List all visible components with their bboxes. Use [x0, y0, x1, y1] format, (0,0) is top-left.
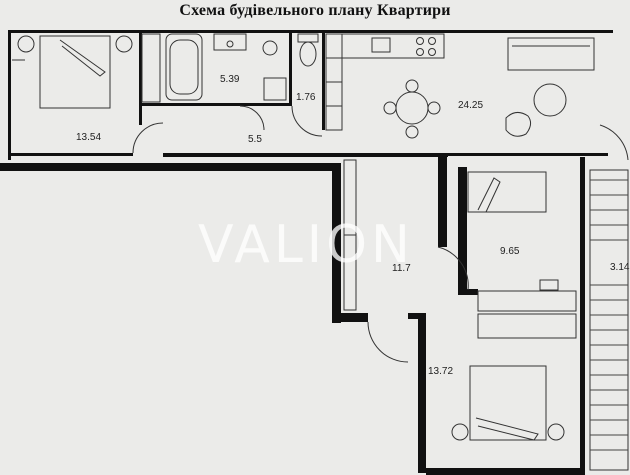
dining-chair: [383, 101, 397, 115]
towel-icon: [262, 40, 278, 56]
bedroom2-wardrobe: [477, 290, 577, 312]
room-label-kitchen-living: 24.25: [458, 100, 483, 111]
bathtub-inner: [169, 39, 199, 95]
room-label-bedroom-2: 9.65: [500, 246, 520, 257]
lamp-icon: [451, 423, 469, 441]
bed-blanket: [59, 39, 106, 77]
lamp-icon: [547, 423, 565, 441]
sink-icon: [213, 33, 247, 51]
watermark-text: VALION: [198, 215, 414, 275]
room-label-bathroom: 5.39: [220, 74, 240, 85]
wall-bedroom2-left: [438, 157, 447, 247]
dining-chair: [427, 101, 441, 115]
sink-outer: [213, 33, 247, 51]
room-label-bedroom-3: 13.72: [428, 366, 453, 377]
door-balcony: [599, 124, 629, 161]
bed-icon: [467, 171, 547, 213]
washer-icon: [263, 77, 287, 101]
dining-table-icon: [383, 79, 441, 139]
wall-bottom-right: [426, 468, 585, 475]
wall-bedroom1-bottom: [8, 153, 133, 156]
wall-corridor-bottom-2: [448, 153, 608, 156]
armchair-icon: [505, 83, 567, 137]
dining-chair: [405, 79, 419, 93]
dining-table: [395, 91, 429, 125]
sofa-body: [507, 37, 595, 71]
bed-frame-2: [467, 171, 547, 213]
bedroom3-wardrobe: [477, 313, 577, 339]
stove-burner: [416, 48, 424, 56]
bed-icon: [39, 35, 111, 109]
furniture: [17, 33, 595, 441]
door-wc: [291, 105, 323, 137]
wall-right: [580, 157, 585, 475]
lamp-icon: [17, 35, 35, 53]
room-label-hall: 11.7: [392, 263, 411, 274]
wall-entry-vertical: [332, 163, 341, 323]
wall-bath-wc: [289, 30, 292, 106]
door-bedroom1: [132, 122, 164, 154]
armchair: [505, 112, 532, 137]
bathtub-outer: [165, 33, 203, 101]
door-entry: [367, 321, 409, 363]
toilet-bowl: [299, 41, 317, 67]
stove-burner: [416, 37, 424, 45]
coffee-table: [533, 83, 567, 117]
wall-bedroom2-bottom: [458, 289, 478, 295]
walls: [0, 30, 613, 475]
bath-cabinet: [141, 33, 161, 103]
sofa-icon: [507, 37, 595, 71]
wall-bath-bottom: [139, 103, 289, 106]
kitchen-sink: [371, 37, 391, 53]
door-bedroom2: [437, 246, 469, 291]
thin-lines: [12, 33, 629, 471]
wall-corridor-bottom: [163, 153, 448, 157]
balcony-hatch: [590, 179, 628, 451]
bed-frame: [39, 35, 111, 109]
room-label-corridor: 5.5: [248, 134, 262, 145]
room-labels: 13.54 5.39 1.76 24.25 5.5 9.65 11.7 3.14…: [76, 74, 630, 377]
wall-left: [8, 30, 11, 160]
bathtub-icon: [165, 33, 203, 101]
wall-middle-lower-top: [408, 313, 426, 319]
balcony: [589, 169, 629, 471]
room-label-wc: 1.76: [296, 92, 316, 103]
wall-bedroom1-right: [139, 30, 142, 125]
stove-icon: [371, 37, 436, 56]
desk-icon: [539, 279, 559, 291]
bed-frame-3: [469, 365, 547, 441]
lamp-icon: [115, 35, 133, 53]
door-bath: [239, 105, 265, 131]
dining-chair: [405, 125, 419, 139]
wall-top: [8, 30, 613, 33]
toilet-tank: [297, 33, 319, 43]
sink-drain: [226, 40, 234, 48]
wall-bedroom2-inner: [458, 167, 467, 289]
toilet-icon: [297, 33, 319, 67]
bed-blanket-2: [477, 177, 501, 213]
bed-blanket-3: [475, 417, 539, 441]
room-label-bedroom-1: 13.54: [76, 132, 101, 143]
wall-wc-right: [322, 30, 325, 130]
wall-entry-lower: [332, 313, 368, 322]
room-label-balcony: 3.14: [610, 262, 630, 273]
stove-burner: [428, 48, 436, 56]
bed-icon: [469, 365, 547, 441]
stove-burner: [428, 37, 436, 45]
wall-middle-lower: [418, 313, 426, 473]
wall-entry-horizontal: [0, 163, 340, 171]
doors: [132, 105, 629, 363]
plan-title: Схема будівельного плану Квартири: [179, 2, 451, 19]
